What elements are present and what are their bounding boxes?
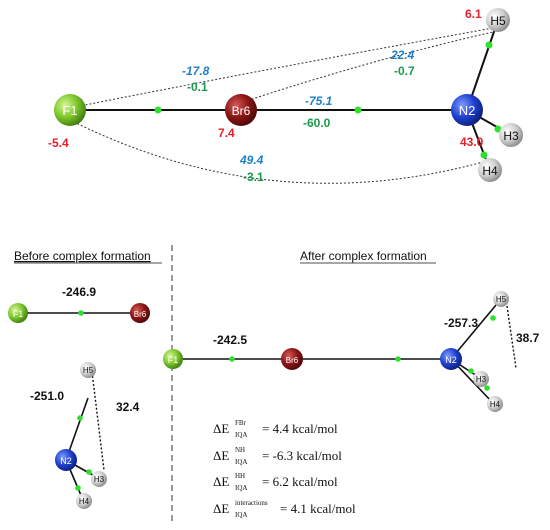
- before-atom-n2: [55, 449, 77, 471]
- before-atom-label-h4: H4: [79, 497, 90, 506]
- after-atom-label-n2: N2: [445, 355, 457, 365]
- interaction-line-f1-h4: [69, 119, 484, 184]
- atom-label-h4: H4: [482, 164, 498, 178]
- eq-hh-value: = 6.2 kcal/mol: [262, 474, 338, 489]
- after-hh-energy: 38.7: [516, 331, 540, 345]
- eq-hh-sup: HH: [235, 472, 245, 480]
- atom-n2: [451, 94, 483, 126]
- before-atom-label-h3: H3: [94, 475, 105, 484]
- before-atom-h5: [80, 362, 96, 378]
- eq-int-sub: IQA: [235, 511, 247, 519]
- bcp-n2-h4: [480, 151, 488, 159]
- after-atom-h3: [473, 371, 489, 387]
- eq-nh-sup: NH: [235, 446, 245, 454]
- after-atom-h4: [487, 396, 503, 412]
- interaction-line-f1-h5: [69, 27, 494, 109]
- atom-f1: [54, 94, 86, 126]
- after-atom-h5: [493, 291, 509, 307]
- equation-fbr: ΔE FBr IQA = 4.4 kcal/mol: [213, 419, 338, 439]
- before-nh-energy: -251.0: [30, 389, 64, 403]
- before-bcp-f1-br6: [78, 310, 84, 316]
- equation-interactions: ΔE interactions IQA = 4.1 kcal/mol: [213, 499, 356, 519]
- eq-int-value: = 4.1 kcal/mol: [280, 501, 356, 516]
- before-atom-f1: [8, 303, 28, 323]
- interaction-br6-n2-blue: -75.1: [305, 94, 333, 108]
- atom-label-h5: H5: [490, 14, 506, 28]
- before-atom-label-h5: H5: [83, 366, 94, 375]
- eq-nh-symbol: ΔE: [213, 448, 229, 463]
- atom-h4: [478, 158, 502, 182]
- before-bcp-n2-h4: [75, 485, 81, 491]
- eq-fbr-sub: IQA: [235, 431, 247, 439]
- interaction-f1-h4-green: -3.1: [243, 170, 264, 184]
- interaction-f1-h4-blue: 49.4: [239, 153, 264, 167]
- before-bcp-n2-h3: [86, 469, 92, 475]
- charge-h5: 6.1: [465, 7, 482, 21]
- atom-h3: [499, 123, 523, 147]
- atom-label-h3: H3: [503, 129, 519, 143]
- equation-hh: ΔE HH IQA = 6.2 kcal/mol: [213, 472, 338, 492]
- before-atom-h3: [91, 471, 107, 487]
- after-bcp-f1-br6: [229, 356, 235, 362]
- interaction-br6-n2-green: -60.0: [303, 116, 331, 130]
- after-atom-label-f1: F1: [168, 355, 179, 365]
- eq-int-symbol: ΔE: [213, 501, 229, 516]
- eq-fbr-value: = 4.4 kcal/mol: [262, 421, 338, 436]
- atom-label-n2: N2: [459, 103, 476, 118]
- after-nh-energy: -257.3: [444, 316, 478, 330]
- before-hh-dotted: [91, 371, 105, 471]
- bcp-br6-n2: [354, 106, 362, 114]
- charge-f1: -5.4: [48, 136, 69, 150]
- after-title: After complex formation: [300, 249, 427, 263]
- atom-br6: [225, 94, 257, 126]
- after-atom-label-h5: H5: [496, 295, 507, 304]
- bcp-n2-h3: [494, 125, 502, 133]
- after-panel: After complex formation F1 Br6 N2 H5 H3 …: [163, 249, 540, 519]
- eq-int-sup: interactions: [235, 499, 268, 507]
- before-bcp-n2-h5: [77, 415, 83, 421]
- before-atom-label-br6: Br6: [134, 310, 147, 319]
- after-hh-dotted: [506, 305, 517, 369]
- after-atom-label-h3: H3: [476, 375, 487, 384]
- interaction-br6-h5-green: -0.7: [394, 64, 415, 78]
- interaction-f1-br6-blue: -17.8: [182, 64, 210, 78]
- interaction-f1-br6-green: -0.1: [187, 80, 208, 94]
- after-bcp-n2-h3: [468, 368, 474, 374]
- atom-label-br6: Br6: [232, 104, 251, 118]
- after-fbr-energy: -242.5: [213, 333, 247, 347]
- bcp-n2-h5: [485, 41, 493, 49]
- after-atom-br6: [281, 348, 303, 370]
- equation-nh: ΔE NH IQA = -6.3 kcal/mol: [213, 446, 342, 466]
- before-atom-label-f1: F1: [13, 309, 24, 319]
- top-panel: F1 Br6 N2 H5 H3 H4 -5.4 7.4 43.0 6.1 -17…: [48, 7, 523, 184]
- before-atom-br6: [130, 303, 150, 323]
- eq-nh-sub: IQA: [235, 458, 247, 466]
- eq-hh-symbol: ΔE: [213, 474, 229, 489]
- after-atom-label-h4: H4: [490, 400, 501, 409]
- after-bond-n2-h5: [450, 298, 502, 360]
- charge-n2: 43.0: [460, 135, 484, 149]
- after-bcp-br6-n2: [395, 356, 401, 362]
- bcp-f1-br6: [154, 106, 162, 114]
- atom-h5: [486, 8, 510, 32]
- before-atom-h4: [76, 493, 92, 509]
- interaction-br6-h5-blue: 22.4: [390, 48, 415, 62]
- eq-fbr-sup: FBr: [235, 419, 247, 427]
- after-atom-n2: [440, 348, 462, 370]
- before-title: Before complex formation: [14, 249, 151, 263]
- before-panel: Before complex formation F1 Br6 -246.9 N…: [8, 249, 162, 509]
- atom-label-f1: F1: [62, 103, 77, 118]
- before-atom-label-n2: N2: [60, 456, 72, 466]
- after-atom-label-br6: Br6: [286, 356, 299, 365]
- after-bcp-n2-h4: [484, 385, 490, 391]
- after-bcp-n2-h5: [490, 315, 496, 321]
- eq-fbr-symbol: ΔE: [213, 421, 229, 436]
- after-atom-f1: [163, 349, 183, 369]
- eq-hh-sub: IQA: [235, 484, 247, 492]
- before-hh-energy: 32.4: [116, 400, 140, 414]
- charge-br6: 7.4: [218, 126, 235, 140]
- eq-nh-value: = -6.3 kcal/mol: [262, 448, 342, 463]
- before-fbr-energy: -246.9: [62, 285, 96, 299]
